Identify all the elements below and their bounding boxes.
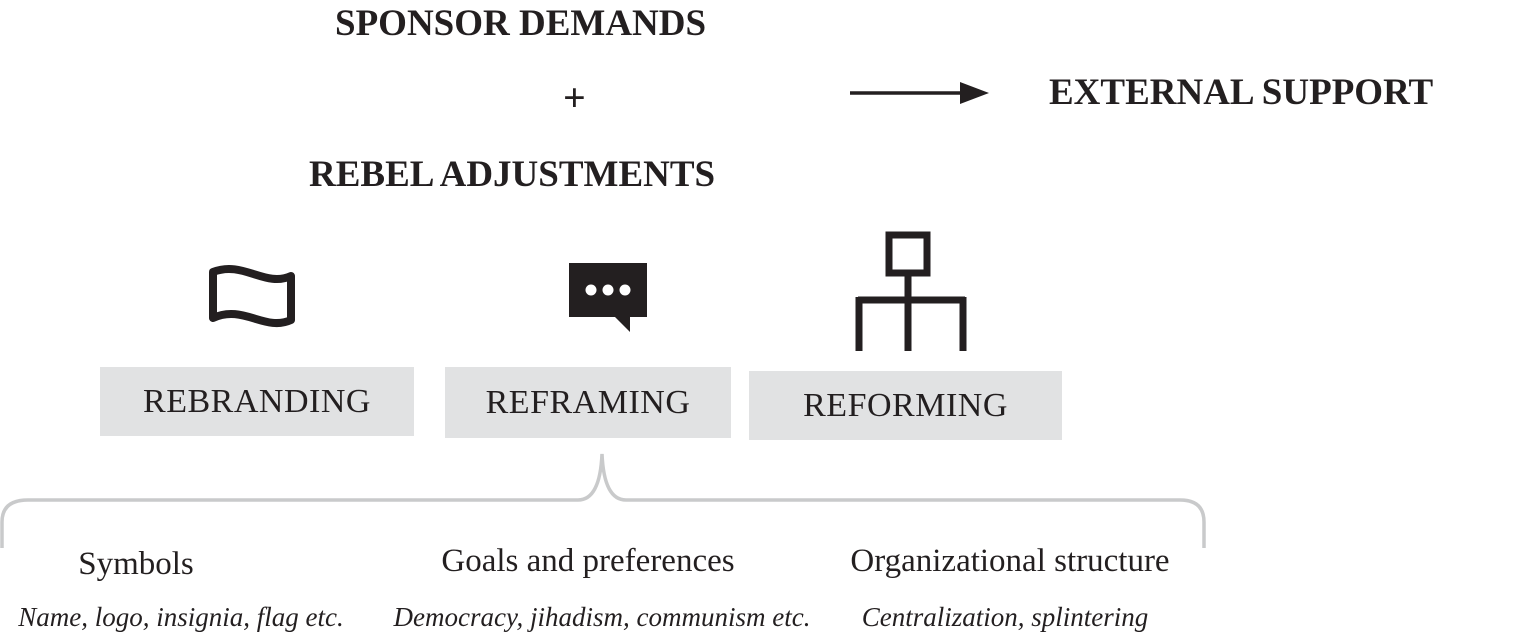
rebel-adjustments-heading: REBEL ADJUSTMENTS <box>309 154 716 195</box>
rebranding-box: REBRANDING <box>100 367 414 436</box>
reframing-box: REFRAMING <box>445 367 731 438</box>
reforming-box: REFORMING <box>749 371 1062 440</box>
category-goals: Goals and preferences <box>441 543 735 579</box>
category-symbols: Symbols <box>78 546 194 582</box>
right-arrow-icon <box>850 82 989 104</box>
category-organization: Organizational structure <box>850 543 1170 579</box>
org-chart-icon <box>855 231 967 351</box>
reframing-label: REFRAMING <box>485 383 691 421</box>
brace-bracket <box>0 453 1206 548</box>
rebranding-label: REBRANDING <box>143 382 371 420</box>
examples-organization: Centralization, splintering <box>861 602 1149 632</box>
examples-goals: Democracy, jihadism, communism etc. <box>393 602 811 632</box>
reforming-label: REFORMING <box>803 386 1008 424</box>
flag-icon <box>209 264 295 328</box>
speech-bubble-icon <box>569 263 647 332</box>
external-support-heading: EXTERNAL SUPPORT <box>1049 72 1434 113</box>
sponsor-demands-heading: SPONSOR DEMANDS <box>335 3 707 44</box>
examples-symbols: Name, logo, insignia, flag etc. <box>18 602 344 632</box>
plus-sign: + <box>563 75 586 120</box>
